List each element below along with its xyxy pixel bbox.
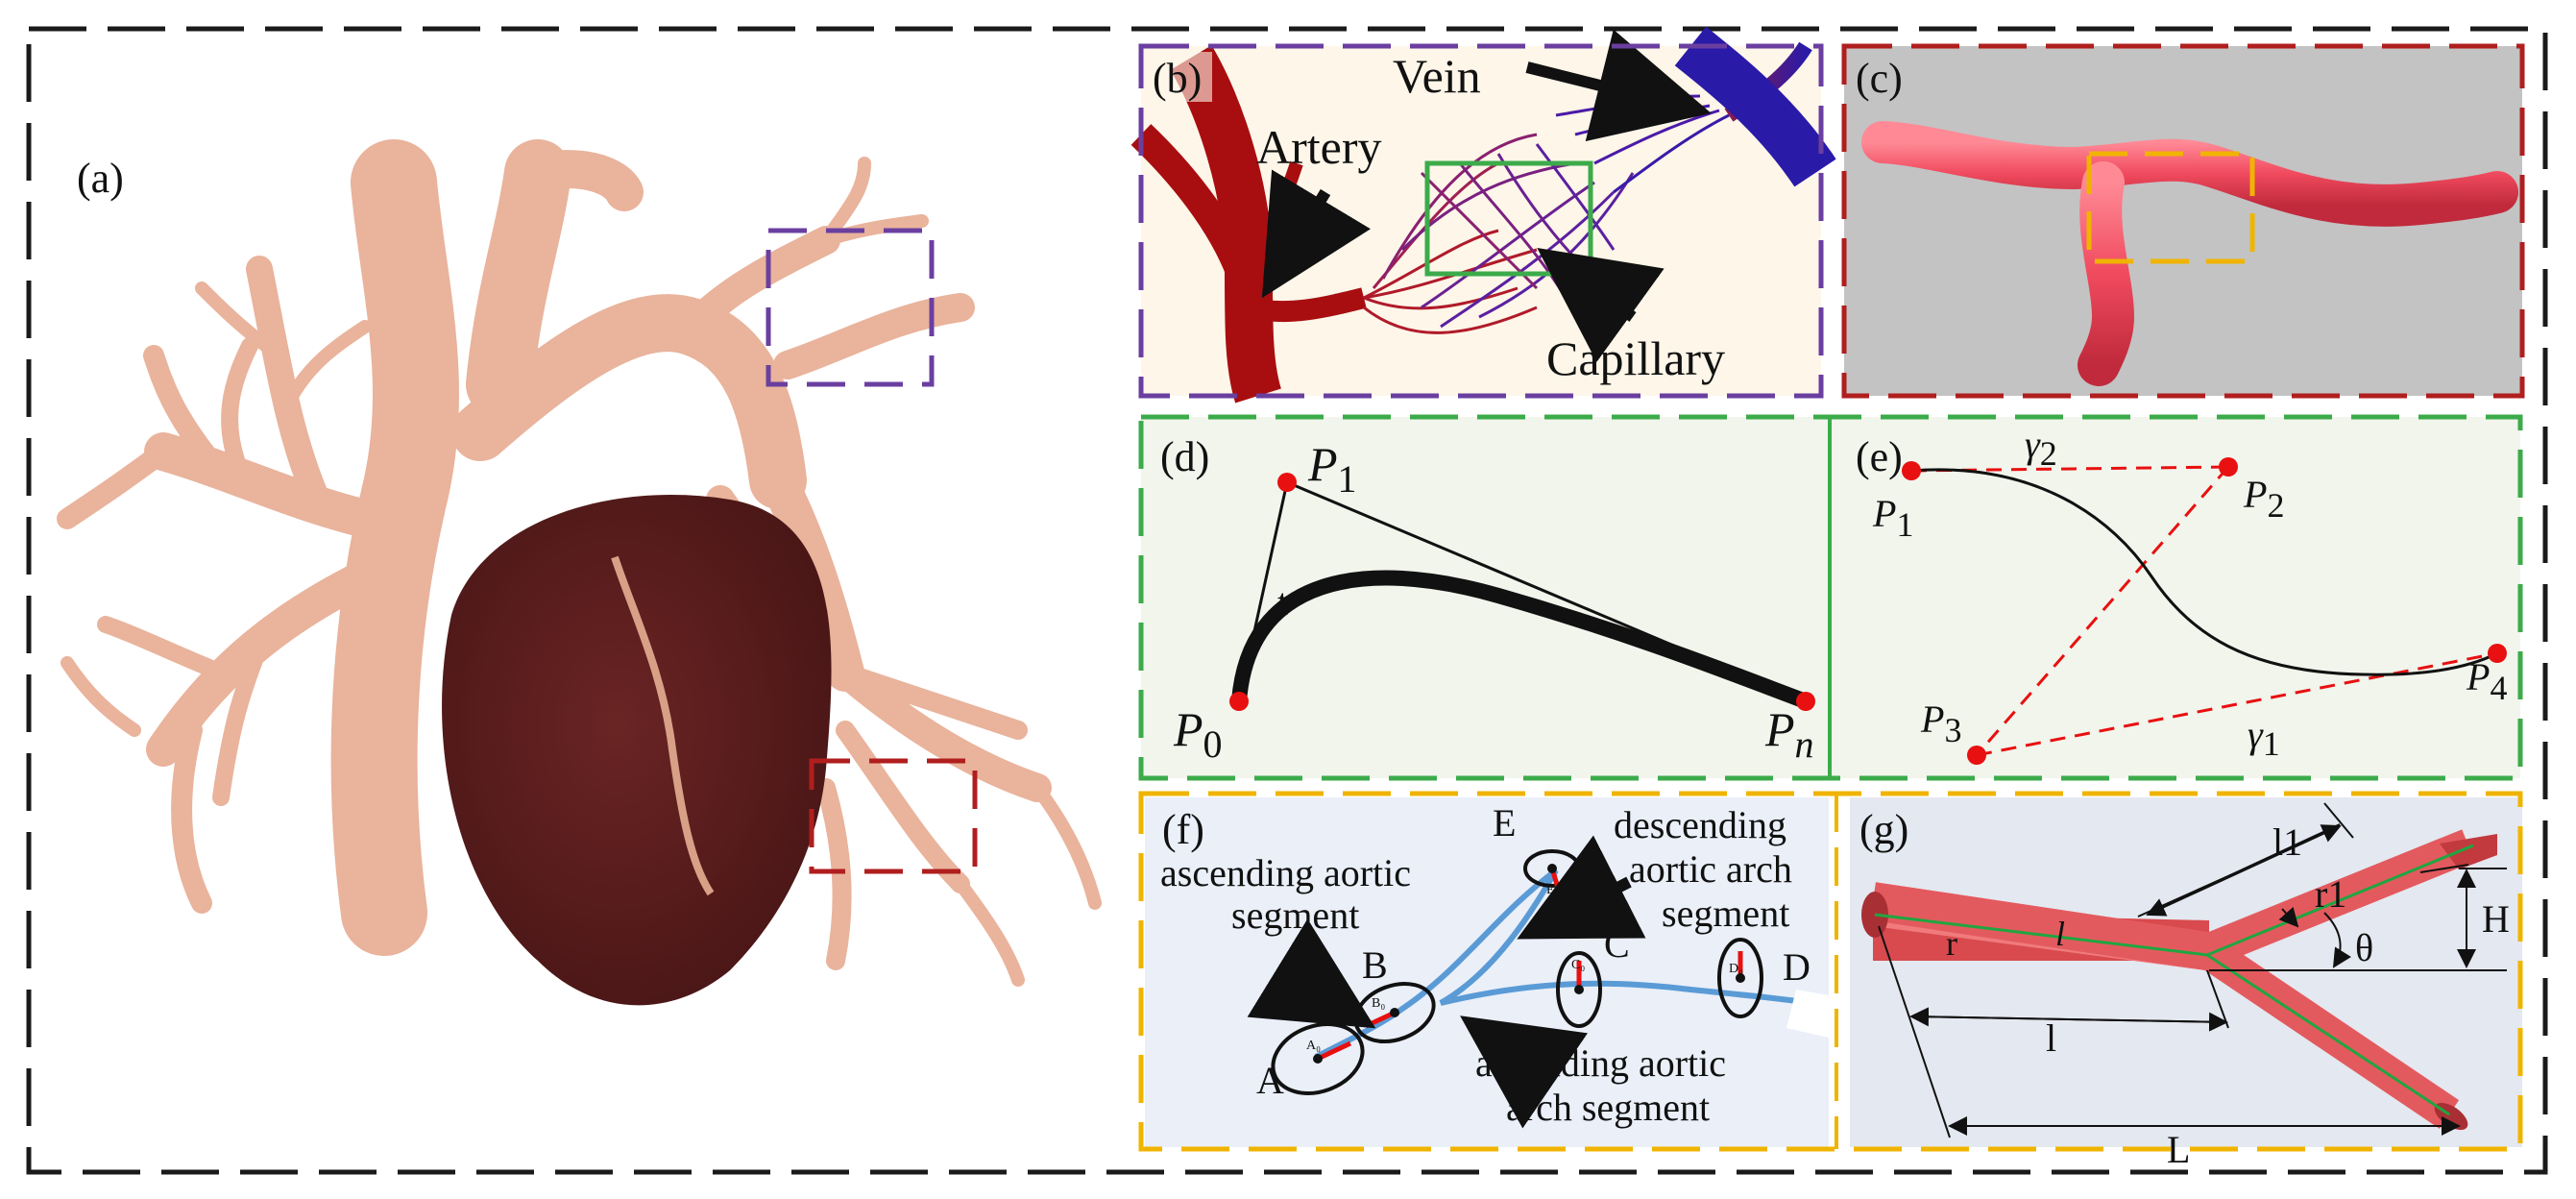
panel-d-label: (d) [1160,433,1209,480]
svg-text:P3: P3 [1920,697,1961,749]
panel-b-vessels: (b) Vein Artery Capillary [1130,26,1836,404]
f-center-A0: A₀ [1306,1039,1321,1053]
e-p4-sub: 4 [2490,669,2507,707]
g-l: l [2046,1016,2056,1060]
f-point-C: C [1604,922,1630,966]
panel-a-label: (a) [77,155,124,202]
f-asc-arch-l2: arch segment [1506,1086,1710,1129]
panel-c-yellow-box [2086,151,2255,264]
svg-text:P0: P0 [1173,702,1223,766]
outer-border [26,26,2548,1175]
heart-ventricle [442,495,832,1006]
f-asc-arch-l1: ascending aortic [1475,1041,1726,1085]
d-pn-sub: n [1795,722,1814,766]
capillary-label: Capillary [1546,331,1725,385]
e-gamma1: γ [2248,713,2264,756]
panel-a-heart: (a) [57,139,1102,1006]
e-gamma2: γ [2025,423,2041,466]
f-point-D: D [1783,945,1810,989]
e-p1-sub: 1 [1896,505,1913,544]
panel-fg-border [1138,791,2523,1152]
f-asc-seg-l2: segment [1231,893,1359,937]
e-p3-sub: 3 [1944,711,1961,749]
vein-label: Vein [1393,49,1481,103]
e-p1: P [1872,492,1896,535]
e-gamma1-sub: 1 [2263,724,2280,763]
g-r: r [1946,924,1957,963]
artery-label: Artery [1256,120,1382,174]
e-p4: P [2466,655,2490,698]
f-center-B0: B₀ [1372,996,1385,1011]
svg-text:P1: P1 [1872,492,1913,544]
panel-de-bezier: (d) P1 P0 Pn t (e) P1 P2 P3 P4 γ2 γ1 [1138,414,2523,781]
panel-c-vessel-model: (c) [1841,43,2525,399]
f-asc-seg-l1: ascending aortic [1160,851,1411,894]
g-H: H [2482,897,2510,941]
f-center-C0: C₀ [1571,958,1585,972]
f-desc-l1: descending [1614,803,1786,846]
svg-text:γ2: γ2 [2025,423,2057,473]
svg-text:P2: P2 [2243,473,2284,525]
e-p3: P [1920,697,1944,741]
g-L: L [2167,1128,2190,1171]
d-t-label: t [1277,580,1288,624]
e-gamma2-sub: 2 [2040,434,2057,473]
panel-g-label: (g) [1859,806,1908,853]
g-r1: r1 [2315,872,2346,916]
f-point-A: A [1256,1059,1284,1102]
panel-b-label: (b) [1153,55,1202,102]
g-l1: l1 [2272,820,2302,864]
f-desc-l2: aortic arch [1629,847,1792,891]
f-desc-l3: segment [1662,892,1789,935]
d-pn: P [1764,702,1795,756]
f-center-D0: D₀ [1729,962,1743,976]
d-p1-sub: 1 [1338,457,1357,501]
panel-e-label: (e) [1856,433,1903,480]
d-p0: P [1173,702,1203,756]
panel-fg: (f) ascending aortic segment descending … [1138,791,2523,1171]
svg-text:Pn: Pn [1764,702,1814,766]
g-l-italic: l [2055,915,2065,953]
e-p2-sub: 2 [2267,486,2284,525]
d-p0-sub: 0 [1203,722,1223,766]
svg-text:P4: P4 [2466,655,2507,707]
svg-text:P1: P1 [1307,437,1357,501]
svg-text:γ1: γ1 [2248,713,2280,763]
e-p2: P [2243,473,2267,516]
g-theta: θ [2355,926,2373,969]
heart-red-box [809,758,978,874]
f-point-E: E [1493,801,1516,844]
heart-purple-box [766,228,935,387]
panel-c-label: (c) [1856,55,1903,102]
panel-f-label: (f) [1162,806,1204,853]
capillary-green-box [1424,160,1593,277]
f-point-B: B [1362,943,1388,987]
f-center-E0: E₀ [1546,883,1560,897]
panel-b-border [1138,43,1824,399]
f-centerline [1314,868,1826,1060]
panel-c-border [1841,43,2525,399]
d-p1: P [1307,437,1338,491]
